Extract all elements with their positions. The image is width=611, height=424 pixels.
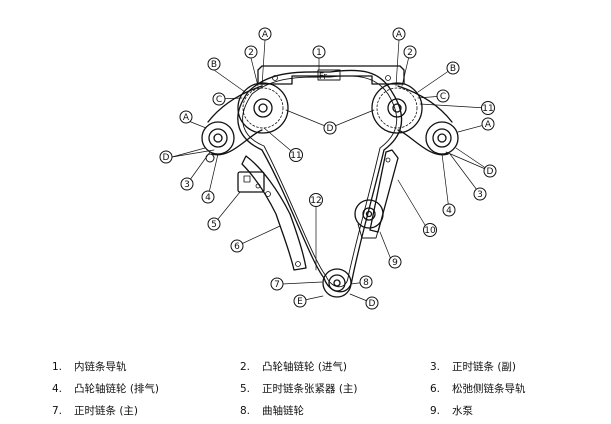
svg-text:B: B — [211, 60, 217, 70]
callout-2-left: 2 — [244, 45, 258, 59]
svg-text:5: 5 — [211, 220, 217, 230]
callout-1: 1 — [312, 45, 326, 59]
tension-side-chain-guide — [369, 149, 399, 233]
callout-D-left: D — [159, 150, 173, 164]
svg-text:6: 6 — [234, 242, 240, 252]
callout-C-left: C — [212, 92, 226, 106]
svg-text:E: E — [297, 297, 303, 307]
legend-item-6: 6.松弛侧链条导轨 — [430, 383, 526, 395]
callout-D-right: D — [483, 164, 497, 178]
callout-4-right: 4 — [442, 203, 456, 217]
callout-11-right: 11 — [481, 101, 495, 115]
legend-item-9: 9.水泵 — [430, 405, 473, 417]
callout-12: 12 — [309, 193, 323, 207]
callout-A-top-left: A — [258, 27, 272, 41]
cover-fr-box — [317, 69, 341, 81]
left-intake-cam-sprocket — [237, 82, 289, 134]
callout-A-left: A — [179, 110, 193, 124]
svg-text:2: 2 — [248, 48, 254, 58]
callout-B-right: B — [446, 61, 460, 75]
inner-chain-guide — [257, 65, 405, 85]
svg-text:A: A — [183, 113, 190, 123]
svg-text:D: D — [369, 299, 376, 309]
svg-text:7: 7 — [274, 280, 280, 290]
cover-fr-label: Fr — [319, 72, 328, 82]
legend-item-8: 8.曲轴链轮 — [240, 405, 304, 417]
callout-6: 6 — [230, 239, 244, 253]
legend-item-5: 5.正时链条张紧器 (主) — [240, 383, 358, 395]
callout-C-right: C — [436, 89, 450, 103]
svg-text:2: 2 — [407, 48, 413, 58]
slack-side-chain-guide — [241, 155, 307, 271]
svg-text:3: 3 — [184, 180, 190, 190]
svg-text:3: 3 — [477, 190, 483, 200]
callout-5: 5 — [207, 217, 221, 231]
callout-A-top-right: A — [392, 27, 406, 41]
svg-text:8: 8 — [363, 278, 369, 288]
svg-text:9: 9 — [392, 258, 398, 268]
svg-text:B: B — [450, 64, 456, 74]
crankshaft-sprocket — [322, 268, 352, 298]
callout-D-center: D — [323, 121, 337, 135]
callout-3-right: 3 — [473, 187, 487, 201]
svg-text:C: C — [440, 92, 446, 102]
callout-E: E — [293, 294, 307, 308]
svg-text:12: 12 — [310, 196, 321, 206]
callout-D-bottom: D — [365, 296, 379, 310]
svg-text:D: D — [327, 124, 334, 134]
legend-item-2: 2.凸轮轴链轮 (进气) — [240, 361, 348, 373]
svg-text:11: 11 — [290, 151, 301, 161]
legend-item-7: 7.正时链条 (主) — [52, 405, 139, 417]
callout-4-left: 4 — [201, 190, 215, 204]
right-exhaust-cam-sprocket — [425, 121, 459, 155]
svg-text:11: 11 — [482, 104, 493, 114]
timing-chain-diagram: Fr 1 A 2 B C A D 3 4 5 6 7 E 8 D 9 10 12… — [159, 27, 497, 310]
legend-item-1: 1.内链条导轨 — [52, 361, 127, 373]
callout-D-left-inner — [205, 153, 215, 163]
callout-7: 7 — [270, 277, 284, 291]
svg-text:A: A — [262, 30, 269, 40]
left-exhaust-cam-sprocket — [201, 121, 235, 155]
svg-text:A: A — [485, 120, 492, 130]
svg-text:C: C — [216, 95, 222, 105]
water-pump-sprocket — [354, 199, 384, 239]
legend-item-4: 4.凸轮轴链轮 (排气) — [52, 383, 160, 395]
svg-text:1: 1 — [316, 48, 322, 58]
callout-11-left: 11 — [289, 148, 303, 162]
callout-10: 10 — [423, 223, 437, 237]
svg-text:A: A — [396, 30, 403, 40]
svg-text:D: D — [487, 167, 494, 177]
svg-text:4: 4 — [205, 193, 211, 203]
left-secondary-chain — [207, 85, 263, 156]
callout-3-left: 3 — [180, 177, 194, 191]
svg-text:4: 4 — [446, 206, 452, 216]
callout-2-right: 2 — [403, 45, 417, 59]
callout-9: 9 — [388, 255, 402, 269]
primary-timing-chain-inner — [242, 75, 398, 288]
callout-A-right: A — [481, 117, 495, 131]
legend-item-3: 3.正时链条 (副) — [430, 361, 517, 373]
callout-8: 8 — [359, 275, 373, 289]
svg-text:10: 10 — [424, 226, 436, 236]
svg-text:D: D — [163, 153, 170, 163]
right-intake-cam-sprocket — [371, 82, 423, 134]
callout-B-left: B — [207, 57, 221, 71]
